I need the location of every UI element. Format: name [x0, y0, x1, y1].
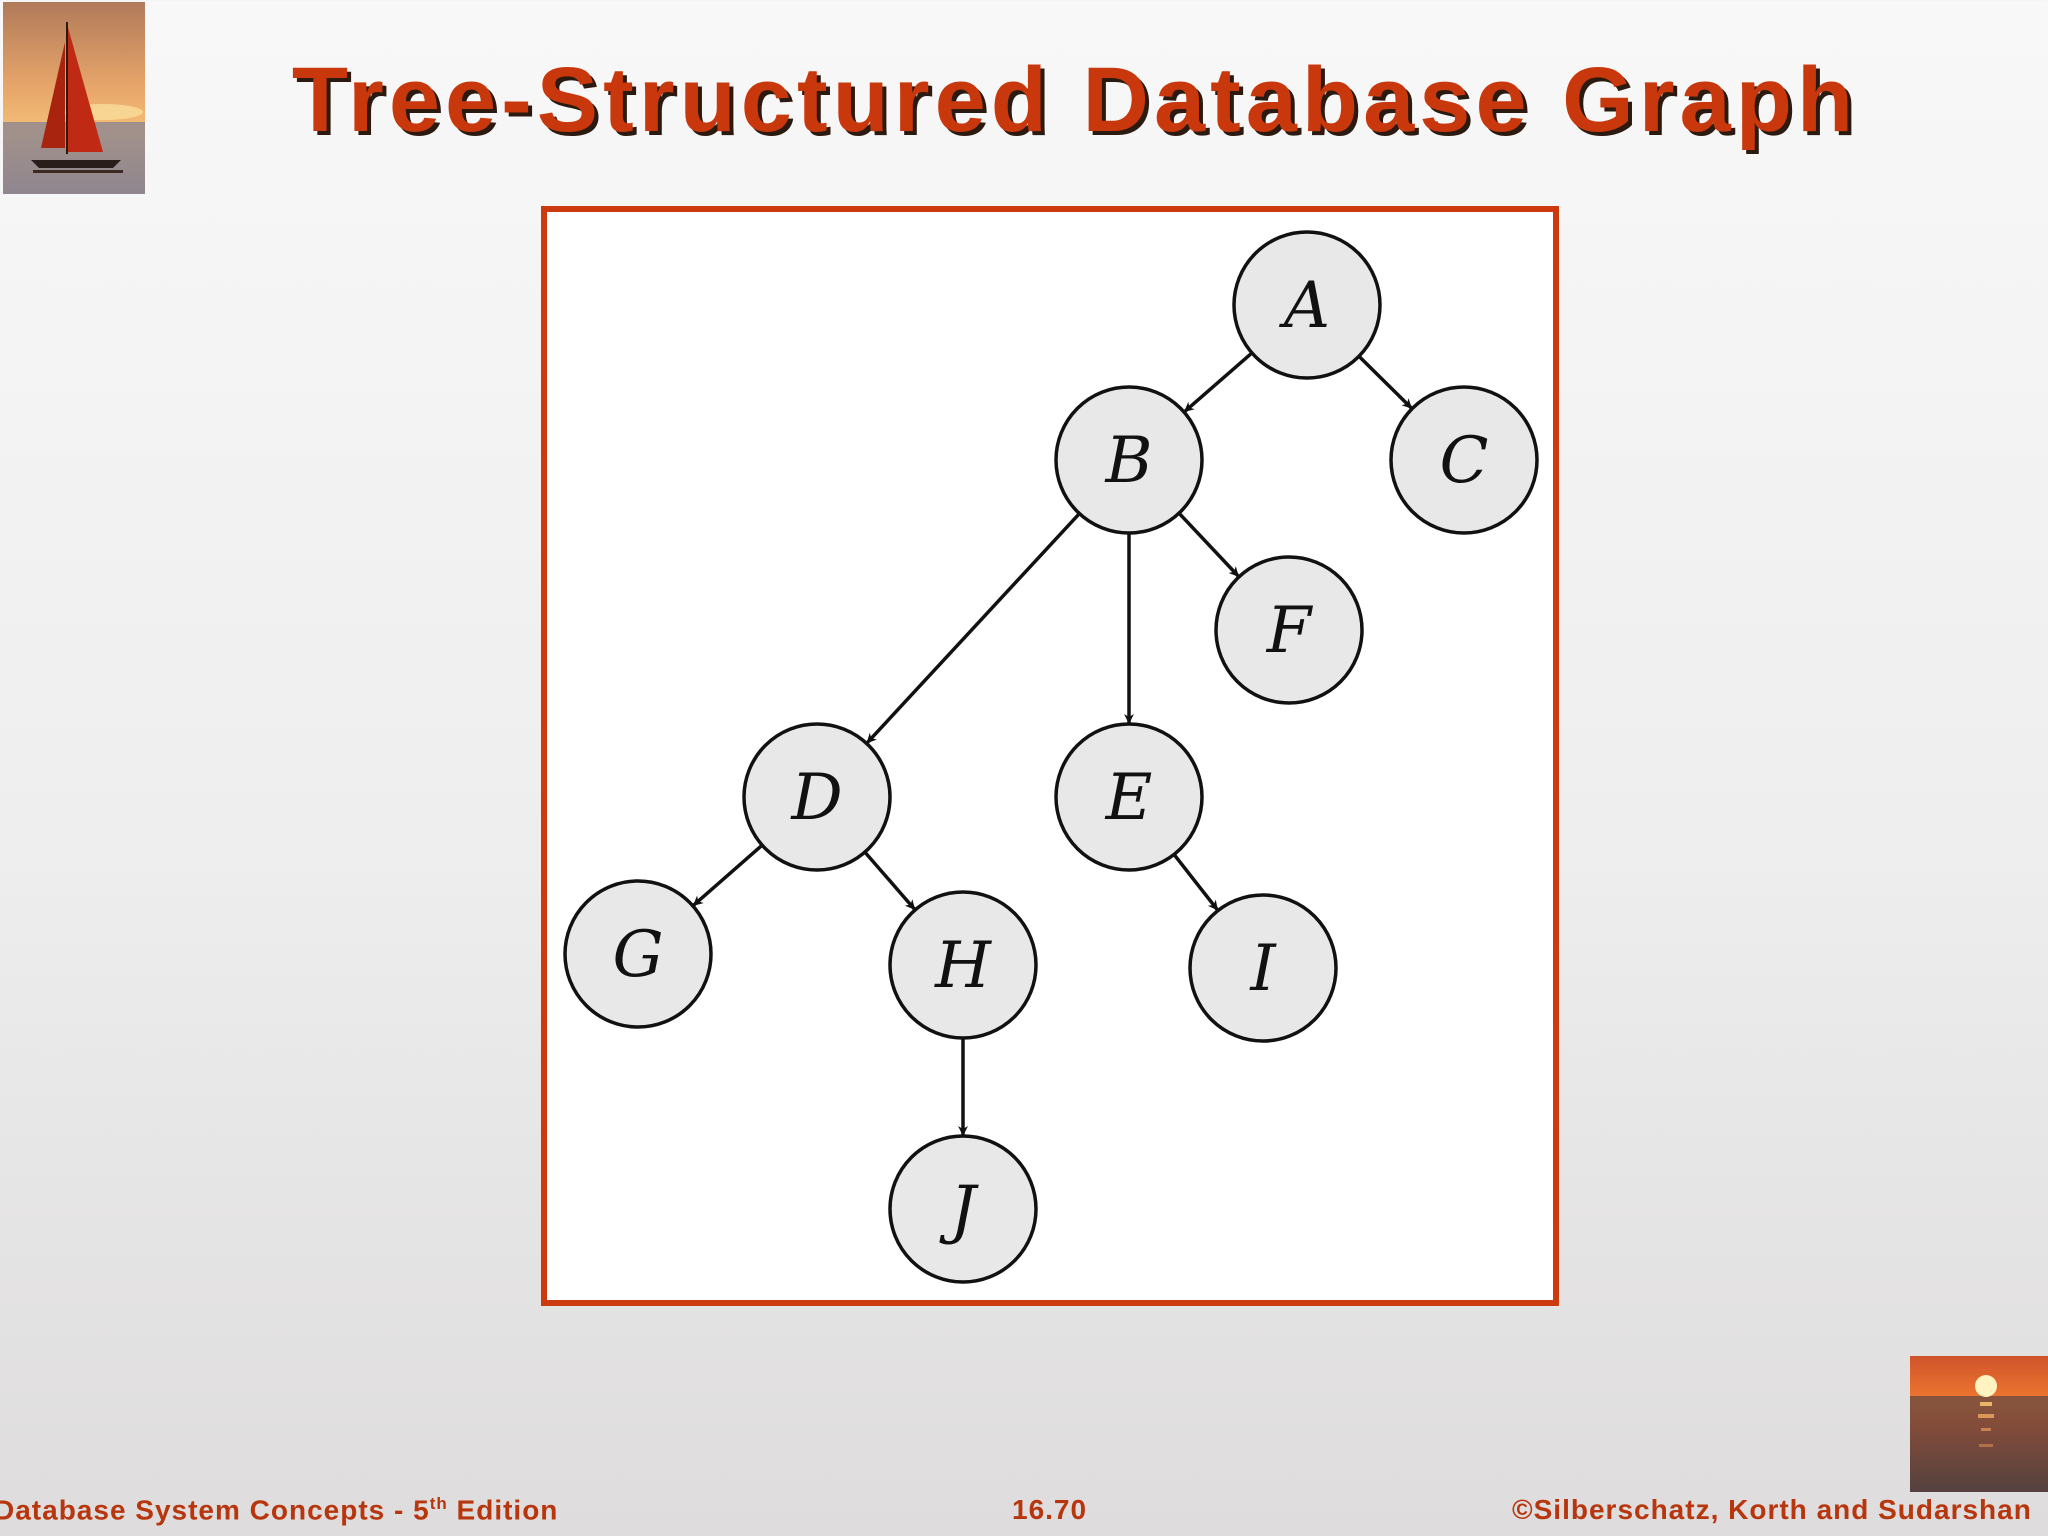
- node-label: I: [1249, 932, 1277, 1006]
- edge-b-f: [1177, 511, 1240, 578]
- edge-b-d: [865, 512, 1081, 744]
- node-label: D: [790, 761, 842, 835]
- footer-book-title: Database System Concepts - 5th Edition: [0, 1494, 558, 1526]
- edge-d-h: [863, 850, 916, 911]
- node-f: F: [1214, 555, 1364, 705]
- node-label: G: [612, 918, 663, 992]
- edge-e-i: [1172, 853, 1219, 911]
- node-label: C: [1440, 424, 1489, 498]
- diagram-frame: A B C D E F G H I J: [541, 206, 1559, 1306]
- node-d: D: [742, 722, 892, 872]
- node-e: E: [1054, 722, 1204, 872]
- node-g: G: [563, 879, 713, 1029]
- node-circle: [1054, 385, 1204, 535]
- node-label: F: [1266, 594, 1314, 668]
- footer-book-name: Database System Concepts - 5: [0, 1494, 430, 1526]
- edge-a-c: [1357, 355, 1413, 410]
- node-label: A: [1279, 269, 1330, 343]
- node-circle: [1188, 893, 1338, 1043]
- edge-a-b: [1183, 351, 1254, 413]
- node-circle: [1214, 555, 1364, 705]
- node-label: E: [1105, 761, 1153, 835]
- node-circle: [888, 1134, 1038, 1284]
- footer-copyright: ©Silberschatz, Korth and Sudarshan: [1512, 1494, 2032, 1525]
- edge-d-g: [692, 843, 764, 907]
- edges: [692, 351, 1413, 1136]
- node-i: I: [1188, 893, 1338, 1043]
- node-circle: [888, 890, 1038, 1040]
- footer-edition-word: Edition: [447, 1494, 559, 1526]
- footer-edition-suffix: th: [429, 1494, 448, 1513]
- node-b: B: [1054, 385, 1204, 535]
- node-circle: [742, 722, 892, 872]
- node-j: J: [888, 1134, 1038, 1284]
- node-circle: [563, 879, 713, 1029]
- node-circle: [1232, 230, 1382, 380]
- sailboat-logo: [3, 2, 145, 194]
- node-label: B: [1104, 424, 1152, 498]
- node-circle: [1389, 385, 1539, 535]
- node-c: C: [1389, 385, 1539, 535]
- slide-title: Tree-Structured Database Graph: [291, 49, 1859, 151]
- tree-diagram: A B C D E F G H I J: [563, 230, 1539, 1284]
- node-circle: [1054, 722, 1204, 872]
- nodes: A B C D E F G H I J: [563, 230, 1539, 1284]
- node-label: H: [934, 929, 992, 1003]
- node-h: H: [888, 890, 1038, 1040]
- sunset-logo: [1910, 1356, 2048, 1492]
- node-a: A: [1232, 230, 1382, 380]
- footer-page-number: 16.70: [1012, 1494, 1088, 1525]
